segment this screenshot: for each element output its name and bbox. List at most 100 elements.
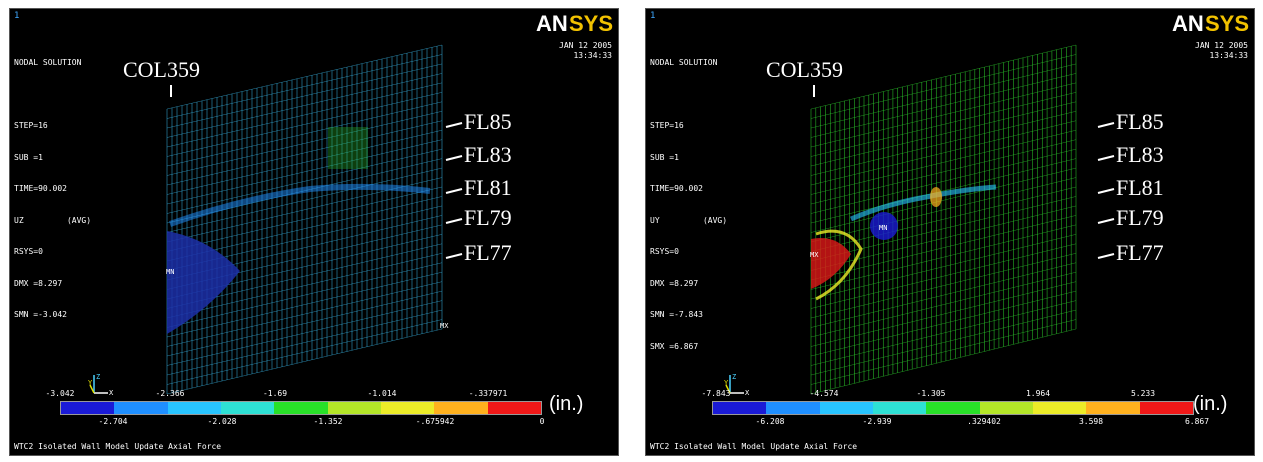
legend-tick: -.675942	[415, 417, 455, 426]
legend-tick: -4.574	[809, 389, 839, 398]
floor-label-fl79: FL79	[464, 205, 512, 230]
legend-tick: -1.69	[262, 389, 288, 398]
plot-title: WTC2 Isolated Wall Model Update Axial Fo…	[650, 442, 858, 451]
legend-swatch	[1032, 402, 1087, 414]
axis-triad-icon: Z X Y	[724, 373, 750, 397]
legend-swatch	[926, 402, 980, 414]
viewport-right: 1 NODAL SOLUTION ​ STEP=16 SUB =1 TIME=9…	[645, 8, 1255, 456]
legend-swatch	[327, 402, 381, 414]
legend-swatch	[713, 402, 767, 414]
legend-swatch	[61, 402, 115, 414]
legend-tick: -2.366	[155, 389, 185, 398]
floor-label-fl83: FL83	[1116, 142, 1164, 167]
legend-swatch	[167, 402, 221, 414]
min-marker: MN	[879, 224, 888, 232]
legend-swatch	[380, 402, 435, 414]
info-line: STEP=16	[650, 121, 684, 130]
info-line: DMX =8.297	[650, 278, 699, 288]
column-label: COL359	[766, 57, 843, 82]
info-line: SUB =1	[14, 152, 43, 162]
legend-swatch	[979, 402, 1033, 414]
svg-text:X: X	[745, 389, 750, 397]
solution-info: NODAL SOLUTION ​ STEP=16 SUB =1 TIME=90.…	[14, 37, 91, 342]
solution-info: NODAL SOLUTION ​ STEP=16 SUB =1 TIME=90.…	[650, 37, 727, 373]
info-line: ​	[650, 90, 727, 101]
svg-text:Z: Z	[96, 373, 100, 381]
svg-text:SYS: SYS	[1205, 11, 1249, 35]
mesh-plot-uy	[810, 44, 1115, 395]
info-line: UZ (AVG)	[14, 215, 92, 225]
floor-label-fl83: FL83	[464, 142, 512, 167]
floor-label-fl77: FL77	[464, 240, 512, 265]
legend-tick: -2.939	[862, 417, 892, 426]
color-legend-bar	[60, 401, 542, 415]
legend-tick: 0	[539, 417, 545, 426]
color-legend-bar	[712, 401, 1194, 415]
svg-text:Y: Y	[88, 379, 93, 387]
info-line: SUB =1	[650, 152, 679, 162]
legend-swatch	[274, 402, 328, 414]
legend-tick: 3.598	[1078, 417, 1104, 426]
legend-tick: -1.352	[313, 417, 343, 426]
info-line: UY (AVG)	[650, 215, 728, 225]
legend-tick: 6.867	[1184, 417, 1210, 426]
info-line: TIME=90.002	[14, 184, 67, 193]
legend-tick: -2.028	[207, 417, 237, 426]
svg-text:Y: Y	[724, 379, 729, 387]
legend-swatch	[434, 402, 488, 414]
legend-tick: -1.014	[367, 389, 397, 398]
axis-triad-icon: Z X Y	[88, 373, 114, 397]
info-line: STEP=16	[14, 121, 48, 130]
legend-swatch	[1139, 402, 1193, 414]
column-label: COL359	[123, 57, 200, 82]
plot-title: WTC2 Isolated Wall Model Update Axial Fo…	[14, 442, 222, 451]
info-line: RSYS=0	[14, 247, 43, 256]
legend-tick: -2.704	[98, 417, 128, 426]
max-marker: MX	[810, 251, 819, 259]
info-line: RSYS=0	[650, 247, 679, 256]
legend-tick: -.337971	[468, 389, 508, 398]
legend-tick: -6.208	[755, 417, 785, 426]
legend-swatch	[114, 402, 168, 414]
window-number: 1	[650, 11, 656, 21]
svg-text:X: X	[109, 389, 114, 397]
floor-label-fl79: FL79	[1116, 205, 1164, 230]
legend-tick: 1.964	[1025, 389, 1051, 398]
ansys-logo: AN SYS	[536, 11, 613, 35]
window-number: 1	[14, 11, 20, 21]
info-line: SMN =-7.843	[650, 310, 703, 319]
legend-tick: -3.042	[45, 389, 75, 398]
legend-swatch	[1086, 402, 1140, 414]
legend-swatch	[819, 402, 873, 414]
ansys-logo: AN SYS	[1172, 11, 1249, 35]
info-line: NODAL SOLUTION	[650, 58, 718, 67]
legend-swatch	[487, 402, 541, 414]
legend-tick: .329402	[967, 417, 1001, 426]
info-line: NODAL SOLUTION	[14, 58, 82, 67]
info-line: SMN =-3.042	[14, 310, 67, 319]
unit-label: (in.)	[1193, 393, 1228, 415]
floor-label-fl85: FL85	[1116, 109, 1164, 134]
legend-tick: -7.843	[701, 389, 731, 398]
svg-text:AN: AN	[536, 11, 568, 35]
floor-label-fl81: FL81	[464, 175, 512, 200]
legend-tick: -1.305	[916, 389, 946, 398]
legend-swatch	[872, 402, 927, 414]
info-line: DMX =8.297	[14, 278, 63, 288]
legend-tick: 5.233	[1130, 389, 1156, 398]
svg-text:AN: AN	[1172, 11, 1204, 35]
min-marker: MN	[166, 268, 175, 276]
floor-label-fl85: FL85	[464, 109, 512, 134]
svg-text:Z: Z	[732, 373, 736, 381]
info-line: ​	[14, 90, 91, 101]
legend-swatch	[766, 402, 820, 414]
info-line: TIME=90.002	[650, 184, 703, 193]
legend-swatch	[220, 402, 275, 414]
floor-label-fl77: FL77	[1116, 240, 1164, 265]
max-marker: MX	[440, 322, 449, 330]
viewport-left: 1 NODAL SOLUTION ​ STEP=16 SUB =1 TIME=9…	[9, 8, 619, 456]
svg-text:SYS: SYS	[569, 11, 613, 35]
mesh-plot-uz	[166, 44, 463, 395]
